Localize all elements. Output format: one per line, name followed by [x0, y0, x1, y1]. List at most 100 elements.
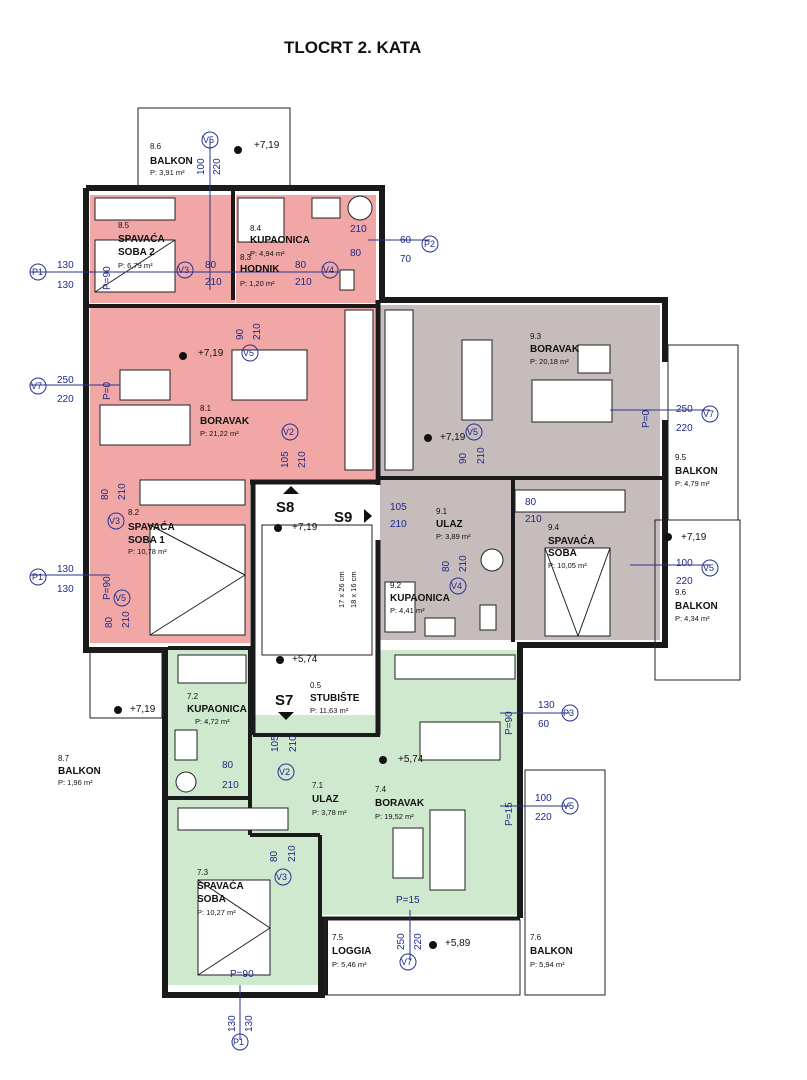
door-w: 80	[104, 616, 115, 628]
door-h: 210	[288, 735, 299, 752]
opening-w: 60	[400, 235, 412, 246]
sill-label: P=0	[641, 409, 652, 428]
plan-title: TLOCRT 2. KATA	[284, 38, 421, 57]
level-label: +7,19	[198, 348, 224, 359]
room-labels: 8.6 BALKON P: 3,91 m² 8.5 SPAVAĆA SOBA 2…	[58, 142, 718, 969]
tag-label: V2	[283, 427, 294, 437]
opening-h: 220	[535, 812, 552, 823]
room-area: P: 4,34 m²	[675, 614, 710, 623]
outer-wall-left	[83, 188, 325, 998]
room-name: ULAZ	[436, 519, 463, 530]
room-area: P: 3,89 m²	[436, 532, 471, 541]
tag-label: P3	[563, 708, 574, 718]
sill-label: P=90	[102, 576, 113, 600]
room-area: P: 4,94 m²	[250, 249, 285, 258]
tag-circle	[321, 261, 339, 279]
wardrobe-8-1	[139, 479, 246, 506]
tag-label: V3	[178, 265, 189, 275]
level-dot-4	[274, 524, 282, 532]
room-area: P: 10,27 m²	[197, 908, 236, 917]
level-label: +5,74	[292, 654, 318, 665]
room-area: P: 10,78 m²	[128, 547, 167, 556]
tag-circle	[176, 261, 194, 279]
room-fill-9-3	[380, 305, 660, 480]
level-dot-8	[379, 756, 387, 764]
wardrobe-9-4	[514, 489, 626, 513]
opening-h: 220	[57, 394, 74, 405]
level-dot-6	[114, 706, 122, 714]
kitchen-counter-9-3	[384, 309, 414, 471]
tag-circle	[277, 763, 295, 781]
room-area: P: 1,96 m²	[58, 778, 93, 787]
tag-label: V3	[276, 872, 287, 882]
table-9-3	[461, 339, 493, 421]
wardrobe-7-3	[177, 807, 289, 831]
room-area: P: 1,20 m²	[240, 279, 275, 288]
room-name: HODNIK	[240, 264, 280, 275]
door-h: 210	[525, 514, 542, 525]
tag-circle	[399, 953, 417, 971]
washer-7-2	[175, 771, 197, 793]
room-number: 7.6	[530, 933, 542, 942]
opening-w: 130	[57, 564, 74, 575]
room-name-2: SOBA	[548, 548, 577, 559]
tag-circle	[701, 559, 719, 577]
level-label: +7,19	[254, 140, 280, 151]
door-w: 80	[350, 248, 362, 259]
door-h: 210	[252, 323, 263, 340]
door-h: 210	[205, 277, 222, 288]
door-w: 80	[525, 497, 537, 508]
tag-labels: V5 P2 P1 V7 P1 V5 V7 V5 V3 V3 V4 V4 V2 V…	[31, 135, 714, 1047]
room-name: SPAVAĆA	[128, 520, 175, 533]
sofa-9-3	[531, 379, 613, 423]
opening-w: 130	[57, 260, 74, 271]
room-number: 8.5	[118, 221, 130, 230]
sink-9-2	[424, 617, 456, 637]
bed-8-2-fold1	[149, 524, 246, 576]
level-dot-9	[429, 941, 437, 949]
door-dims: 80 210 80 210 90 210 105 210 80 210 90 2…	[100, 224, 542, 862]
tag-circle	[449, 577, 467, 595]
tag-circle	[29, 263, 47, 281]
balconies	[89, 107, 741, 996]
stair-flight	[261, 524, 373, 656]
door-w: 80	[100, 488, 111, 500]
tag-circle	[231, 1033, 249, 1051]
tag-label: V3	[109, 516, 120, 526]
table-7-4	[419, 721, 501, 761]
walls	[83, 185, 668, 998]
opening-h: 130	[244, 1015, 255, 1032]
room-name: KUPAONICA	[187, 704, 247, 715]
level-dot-7	[276, 656, 284, 664]
room-name-2: SOBA 2	[118, 247, 155, 258]
room-number: 8.7	[58, 754, 70, 763]
room-name: KUPAONICA	[250, 235, 310, 246]
room-number: 9.5	[675, 453, 687, 462]
room-name: BALKON	[150, 156, 193, 167]
bed-9-4-fold2	[577, 547, 611, 637]
room-area: P: 20,18 m²	[530, 357, 569, 366]
sill-label: P=90	[504, 711, 515, 735]
tag-circle	[561, 797, 579, 815]
level-markers: +7,19 +7,19 +7,19 +7,19 +7,19 +7,19 +5,7…	[114, 140, 707, 949]
bed-7-3	[197, 879, 271, 976]
stair-label-s8: S8	[276, 499, 294, 516]
level-label: +7,19	[681, 532, 707, 543]
room-name: BORAVAK	[530, 344, 580, 355]
washer-8-4	[347, 195, 373, 221]
tag-circle	[107, 512, 125, 530]
opening-w: 130	[538, 700, 555, 711]
bed-8-2-fold2	[149, 574, 246, 636]
door-h: 210	[287, 845, 298, 862]
wardrobe-8-5	[94, 197, 176, 221]
tag-circle	[29, 568, 47, 586]
bathtub-7-2	[177, 654, 247, 684]
armchair-8-1	[119, 369, 171, 401]
level-dot-3	[424, 434, 432, 442]
bed-9-4	[544, 547, 611, 637]
outer-wall-right	[517, 420, 668, 918]
tag-circle	[113, 589, 131, 607]
door-h: 210	[458, 555, 469, 572]
opening-w: 100	[676, 558, 693, 569]
